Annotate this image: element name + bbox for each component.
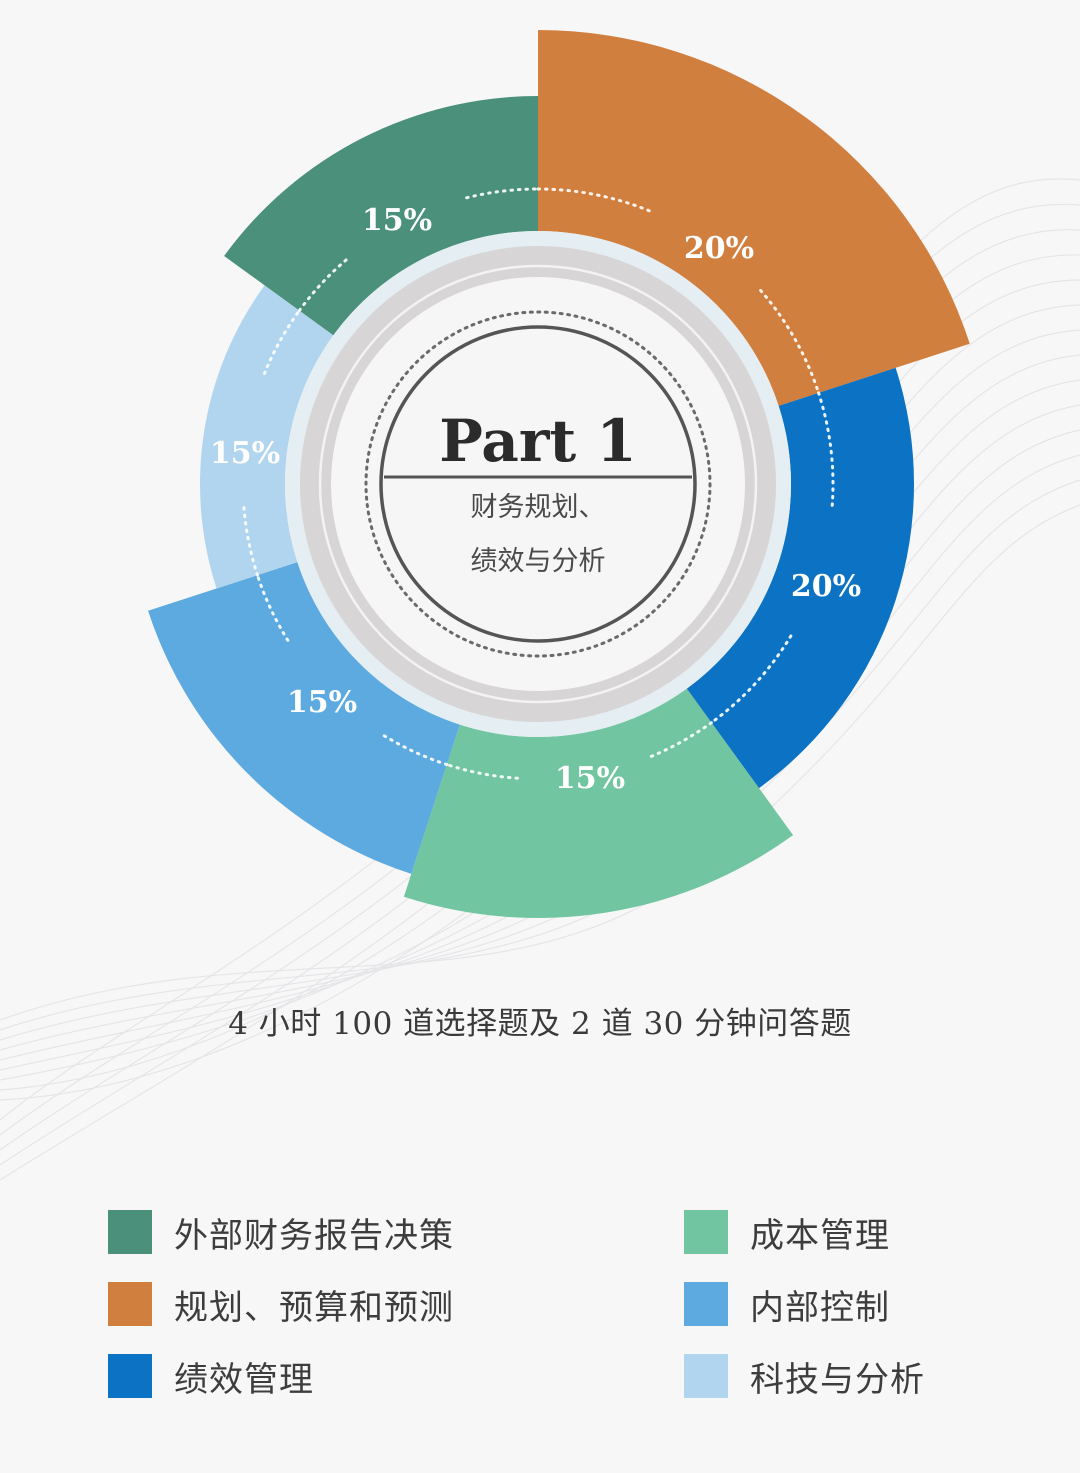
segment-performance	[686, 367, 915, 789]
segment-external-reporting	[224, 96, 538, 336]
legend-label: 科技与分析	[750, 1359, 925, 1400]
dotted-arc	[536, 187, 655, 214]
legend-label: 外部财务报告决策	[174, 1215, 454, 1256]
legend-item-internal-controls: 内部控制	[684, 1280, 890, 1328]
dotted-arc	[242, 503, 259, 577]
legend-swatch	[108, 1354, 152, 1398]
legend-item-cost: 成本管理	[684, 1208, 890, 1256]
part-title: Part 1	[439, 407, 637, 475]
legend-item-external-reporting: 外部财务报告决策	[108, 1208, 454, 1256]
legend-swatch	[108, 1282, 152, 1326]
legend-swatch	[684, 1210, 728, 1254]
inner-center-fill	[331, 277, 745, 691]
dotted-arc	[759, 288, 821, 395]
segment-cost	[403, 688, 794, 918]
dotted-arc	[262, 309, 301, 375]
pct-label-external-reporting: 15%	[362, 203, 432, 238]
pct-label-internal-controls: 15%	[287, 685, 357, 720]
segment-dotted-arcs	[242, 187, 835, 780]
legend-label: 内部控制	[750, 1287, 890, 1328]
dotted-arc	[817, 391, 835, 512]
donut-chart: Part 1 财务规划、 绩效与分析 20% 20% 15% 15% 15% 1…	[148, 30, 970, 918]
legend-item-planning: 规划、预算和预测	[108, 1280, 454, 1328]
legend-swatch	[684, 1282, 728, 1326]
dotted-arc	[647, 721, 713, 760]
legend-swatch	[108, 1210, 152, 1254]
legend-label: 成本管理	[750, 1215, 890, 1256]
legend-label: 规划、预算和预测	[174, 1287, 454, 1328]
legend-item-technology: 科技与分析	[684, 1352, 925, 1400]
dotted-arc	[297, 256, 350, 313]
inner-dotted-circle	[364, 310, 712, 658]
part-subtitle-line2: 绩效与分析	[471, 546, 606, 577]
legend-item-performance: 绩效管理	[108, 1352, 314, 1400]
dotted-arc	[465, 187, 540, 200]
segment-internal-controls	[148, 562, 460, 874]
segment-technology	[200, 285, 334, 589]
legend-swatch	[684, 1354, 728, 1398]
pct-label-planning: 20%	[684, 231, 754, 266]
part-subtitle-line1: 财务规划、	[471, 492, 606, 523]
pct-label-performance: 20%	[791, 569, 861, 604]
dotted-arc	[709, 634, 793, 725]
dotted-arc	[380, 732, 449, 767]
pct-label-technology: 15%	[210, 436, 280, 471]
inner-ring-white-line	[318, 264, 758, 704]
exam-info-text: 4 小时 100 道选择题及 2 道 30 分钟问答题	[228, 1006, 852, 1042]
pct-label-cost: 15%	[555, 761, 625, 796]
segment-planning	[538, 30, 970, 406]
dotted-arc	[255, 573, 290, 642]
inner-solid-circle	[379, 325, 697, 643]
dotted-arc	[445, 763, 519, 780]
chart-segments	[148, 30, 970, 918]
legend-label: 绩效管理	[174, 1359, 314, 1400]
